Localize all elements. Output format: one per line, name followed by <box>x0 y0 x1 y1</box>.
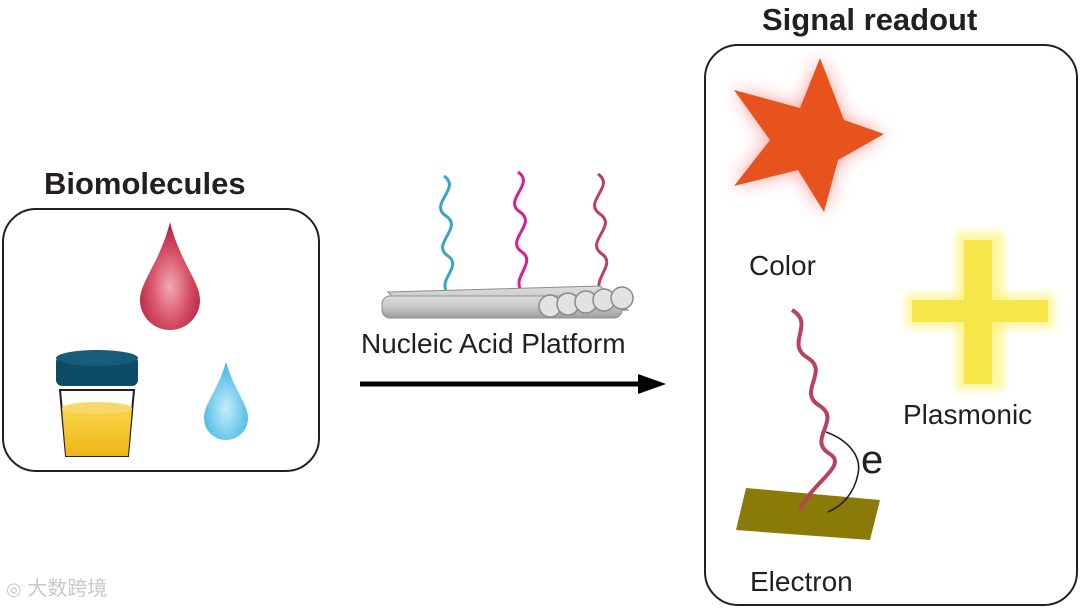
dna-strand-red <box>593 172 609 291</box>
color-star-icon <box>734 58 884 212</box>
watermark-logo-icon: ◎ <box>6 579 22 599</box>
nanotube-platform-icon <box>381 285 634 319</box>
signal-readout-panel <box>704 44 1078 606</box>
watermark: ◎ 大数跨境 <box>6 572 107 601</box>
process-arrow <box>360 374 666 394</box>
electron-label: Electron <box>750 566 853 597</box>
watermark-text: 大数跨境 <box>27 578 108 600</box>
dna-strand-blue <box>439 174 455 291</box>
biomolecules-title: Biomolecules <box>44 166 246 201</box>
biomolecules-panel <box>2 208 320 472</box>
dna-strand-electrode <box>790 308 837 511</box>
plasmonic-label: Plasmonic <box>903 399 1033 430</box>
blue-drop-icon <box>204 362 248 440</box>
signal-readout-title: Signal readout <box>762 2 978 37</box>
nucleic-acid-platform-label: Nucleic Acid Platform <box>361 328 626 359</box>
plasmonic-cross-icon <box>906 232 1054 390</box>
dna-strand-magenta <box>513 170 529 289</box>
color-label: Color <box>749 250 816 281</box>
electron-path <box>825 431 860 513</box>
electron-symbol: e <box>861 438 884 482</box>
sample-cup-icon <box>56 350 138 457</box>
blood-drop-icon <box>140 222 200 330</box>
